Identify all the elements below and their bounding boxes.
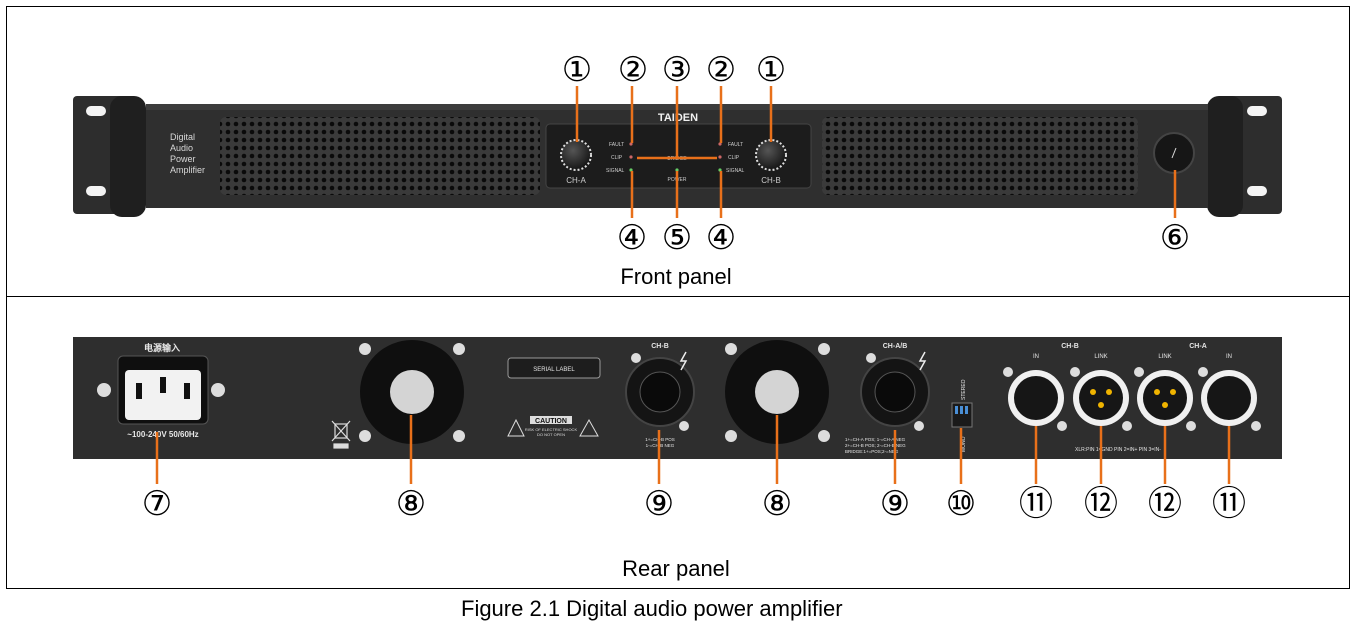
- voltage-label: ~100-240V 50/60Hz: [127, 430, 198, 439]
- rear-leader-lines: [155, 415, 1231, 484]
- power-inlet-face: [125, 370, 201, 420]
- callout-6-power-switch: ⑥: [1160, 218, 1190, 258]
- xlr-link-a: [1134, 367, 1196, 431]
- led-label-clip-left: CLIP: [611, 155, 623, 161]
- speakon-ch-b-label: CH-B: [651, 343, 669, 350]
- callout-10-dip-switch: ⑩: [946, 484, 976, 524]
- speakon-ch-ab-pin-1: 1+=CH-A POS; 1-=CH-A NEG: [845, 437, 906, 442]
- model-text-line-4: Amplifier: [170, 165, 205, 175]
- led-signal-right: [718, 168, 722, 172]
- lightning-icon-ch-ab: [918, 351, 927, 371]
- dip-label-stereo: STEREO: [961, 379, 967, 400]
- dip-label-mono: MONO: [961, 436, 967, 452]
- model-text-line-3: Power: [170, 154, 196, 164]
- callout-4-signal-left: ④: [617, 218, 647, 258]
- rear-panel-caption: Rear panel: [622, 556, 730, 581]
- front-control-panel: [545, 123, 812, 189]
- power-input-label: 电源输入: [144, 342, 180, 353]
- front-leader-lines: [575, 86, 1177, 218]
- screw-power-right: [211, 383, 225, 397]
- label-ch-a: CH-A: [566, 176, 586, 185]
- led-label-clip-right: CLIP: [728, 155, 740, 161]
- caution-label: CAUTION: [535, 418, 567, 425]
- callout-1-knob-right: ①: [756, 50, 786, 90]
- xlr-in-b: [1003, 367, 1067, 431]
- callout-2-led-left: ②: [618, 50, 648, 90]
- caution-badge: [530, 416, 572, 424]
- led-clip-left: [629, 155, 633, 159]
- led-fault-right: [718, 142, 722, 146]
- fan-left: [359, 340, 465, 444]
- figure-caption: Figure 2.1 Digital audio power amplifier: [461, 596, 843, 621]
- led-power: [675, 168, 679, 172]
- model-text-line-1: Digital: [170, 132, 195, 142]
- led-label-fault-right: FAULT: [728, 142, 743, 148]
- xlr-link-b: [1070, 367, 1132, 431]
- callout-7-power-inlet: ⑦: [142, 484, 172, 524]
- callout-12-xlr-link-b: ⑫: [1084, 484, 1118, 524]
- speakon-ch-ab-pin-2: 2+=CH-B POS; 2-=CH-B NEG: [845, 443, 906, 448]
- serial-label-plate: [507, 357, 601, 379]
- callout-11-xlr-in-b: ⑪: [1019, 484, 1053, 524]
- xlr-link-a-label: LINK: [1158, 354, 1171, 360]
- screw-power-left: [97, 383, 111, 397]
- xlr-in-a: [1198, 367, 1261, 431]
- fan-right: [725, 340, 830, 444]
- callout-12-xlr-link-a: ⑫: [1148, 484, 1182, 524]
- callout-9-speakon-ab: ⑨: [880, 484, 910, 524]
- knob-ch-b[interactable]: [755, 139, 787, 171]
- callout-11-xlr-in-a: ⑪: [1212, 484, 1246, 524]
- power-switch-mark: [1171, 147, 1177, 159]
- callout-9-speakon-b: ⑨: [644, 484, 674, 524]
- led-label-fault-left: FAULT: [609, 142, 624, 148]
- xlr-in-a-label: IN: [1226, 354, 1232, 360]
- speakon-ch-ab-pin-3: BRIDGE:1+=POS;2-=NEG: [845, 449, 899, 454]
- xlr-group-ch-a-label: CH-A: [1189, 343, 1207, 350]
- shock-warning-icon: [507, 418, 525, 437]
- xlr-in-b-label: IN: [1033, 354, 1039, 360]
- knob-ch-a[interactable]: [560, 139, 592, 171]
- front-panel-caption: Front panel: [620, 264, 732, 289]
- xlr-link-b-label: LINK: [1094, 354, 1107, 360]
- callout-4-signal-right: ④: [706, 218, 736, 258]
- led-clip-right: [718, 155, 722, 159]
- callout-8-fan-right: ⑧: [762, 484, 792, 524]
- xlr-group-ch-b-label: CH-B: [1061, 343, 1079, 350]
- caution-text-line-1: RISK OF ELECTRIC SHOCK: [525, 427, 578, 432]
- callout-8-fan-left: ⑧: [396, 484, 426, 524]
- caution-text-line-2: DO NOT OPEN: [537, 432, 565, 437]
- model-text-line-2: Audio: [170, 143, 193, 153]
- serial-label-text: SERIAL LABEL: [533, 367, 575, 373]
- led-fault-left: [629, 142, 633, 146]
- weee-icon: [331, 420, 351, 449]
- callout-1-knob-left: ①: [562, 50, 592, 90]
- callout-5-power: ⑤: [662, 218, 692, 258]
- led-label-signal-left: SIGNAL: [606, 168, 625, 174]
- led-signal-left: [629, 168, 633, 172]
- led-label-signal-right: SIGNAL: [726, 168, 745, 174]
- callout-3-bridge: ③: [662, 50, 692, 90]
- speakon-ch-ab-label: CH-A/B: [883, 343, 908, 350]
- xlr-pin-text: XLR:PIN 1=GND PIN 2=IN+ PIN 3=IN-: [1075, 447, 1161, 453]
- front-vent-right: [822, 117, 1138, 195]
- lightning-icon-ch-b: [679, 351, 688, 371]
- label-ch-b: CH-B: [761, 176, 781, 185]
- front-vent-left: [220, 117, 540, 195]
- caution-warning-icon: [579, 418, 599, 437]
- callout-2-led-right: ②: [706, 50, 736, 90]
